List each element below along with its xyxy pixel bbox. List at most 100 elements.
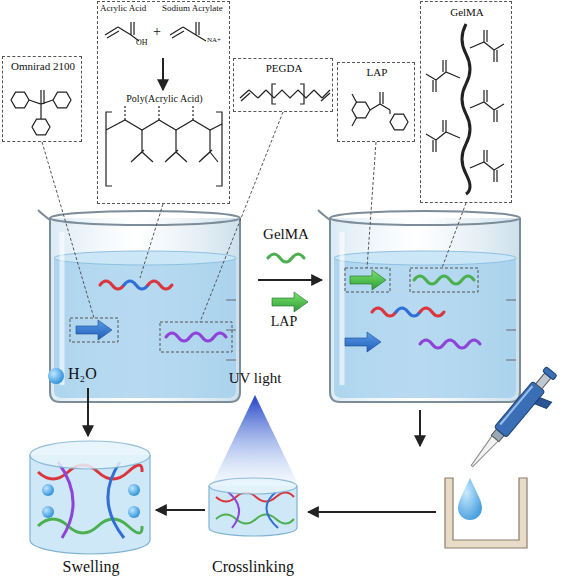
pipette: [542, 367, 557, 381]
chemical-structure: [32, 119, 50, 135]
chemical-structure: [105, 22, 139, 41]
component-box: Omnirad 2100: [2, 56, 82, 142]
pipette: [494, 381, 545, 437]
chemical-structure: [216, 112, 222, 186]
chemical-structure: [390, 114, 408, 130]
process-arrow: [419, 410, 421, 446]
node-label: Omnirad 2100: [3, 60, 83, 72]
component-box: PEGDA: [233, 58, 333, 112]
hydrogel: [216, 515, 294, 524]
polymer-chain: [420, 340, 480, 348]
node-label: Swelling: [26, 558, 156, 576]
hydrogel: [228, 492, 239, 528]
process-arrow: [87, 388, 89, 436]
node-label: PEGDA: [234, 62, 334, 74]
leader-line: [42, 112, 466, 322]
hydrogel-node: Crosslinking: [205, 478, 301, 536]
polymer-chain: [166, 333, 226, 341]
chemical-structure: [240, 90, 330, 101]
droplet: [458, 478, 482, 520]
chemical-structure: [426, 24, 504, 194]
hydrogel: [266, 492, 278, 528]
node-label: OH: [136, 39, 154, 48]
beaker: [318, 210, 520, 402]
chemical-structure: [11, 90, 71, 135]
photoinitiator-arrow: [76, 320, 381, 352]
chemical-structure: [426, 60, 460, 92]
component-inset: [410, 268, 478, 292]
chemical-structure: [352, 102, 370, 118]
pipette: [500, 386, 532, 424]
chemical-structure: [131, 130, 153, 162]
component-box: Acrylic AcidSodium AcrylateOH+NA+Poly(Ac…: [97, 1, 230, 204]
chemical-structure: [53, 92, 71, 108]
leader-line: [442, 203, 466, 268]
step-label: GelMA: [254, 226, 318, 243]
chemical-structure: [240, 84, 330, 104]
polymer-chain: [372, 308, 396, 316]
hydrogel: [42, 506, 54, 518]
hydrogel: [58, 462, 73, 538]
hydrogel: [209, 478, 297, 536]
chemical-structure: [370, 92, 390, 114]
polymer-chain: [414, 276, 474, 284]
chemical-structure: [199, 130, 218, 162]
step-label: UV light: [215, 370, 295, 387]
node-label: LAP: [338, 66, 416, 78]
process-arrow: [308, 511, 436, 513]
polymer-chain: [100, 281, 124, 289]
node-label: NA+: [207, 37, 229, 45]
uv-beam: [213, 395, 297, 482]
hydrogel: [108, 462, 124, 538]
chemical-structure: [272, 84, 304, 104]
hydrogel: [42, 484, 54, 496]
pipette: [535, 395, 552, 412]
chemical-structure: [470, 90, 504, 122]
photoinitiator-arrow: [345, 332, 381, 352]
polymer-chain: [124, 281, 148, 289]
lap-arrow: [350, 270, 386, 290]
hydrogel: [128, 506, 140, 518]
node-label: +: [150, 24, 164, 39]
hydrogel: [30, 441, 150, 469]
chemical-structure: [29, 90, 53, 119]
node-label: Sodium Acrylate: [162, 4, 230, 14]
chemical-structure: [125, 104, 193, 120]
polymer-chain: [396, 308, 420, 316]
component-box: LAP: [337, 62, 415, 142]
hydrogel: [30, 455, 150, 554]
component-inset: [70, 268, 478, 352]
chemical-structure: [352, 92, 408, 130]
node-label: Crosslinking: [193, 558, 313, 576]
leader-line: [200, 112, 283, 322]
node-label: H₂O: [68, 365, 116, 383]
hydrogel: [209, 478, 297, 494]
lap-arrow: [272, 292, 308, 312]
chemical-structure: [105, 22, 206, 41]
hydrogel-node: Swelling: [26, 436, 156, 556]
process-arrow: [156, 509, 205, 511]
lap-arrow: [272, 270, 386, 312]
leader-line: [42, 142, 94, 318]
water-droplet: [48, 368, 64, 384]
mould: [445, 478, 527, 548]
chemical-structure: [462, 24, 470, 194]
node-label: Acrylic Acid: [100, 4, 162, 14]
process-arrow: [162, 58, 164, 90]
node-label: GelMA: [421, 6, 513, 18]
hydrogel: [38, 519, 142, 533]
component-inset: [160, 322, 232, 352]
photoinitiator-arrow: [76, 320, 112, 340]
hydrogel: [128, 484, 140, 496]
component-inset: [70, 318, 118, 342]
step-label: LAP: [262, 314, 306, 329]
component-inset: [345, 268, 390, 292]
hydrogel: [30, 441, 150, 554]
pipette: [466, 366, 567, 479]
pipette: [469, 436, 498, 469]
polymer-chain: [148, 281, 172, 289]
beaker: [38, 210, 240, 402]
chemical-structure: [106, 120, 222, 130]
